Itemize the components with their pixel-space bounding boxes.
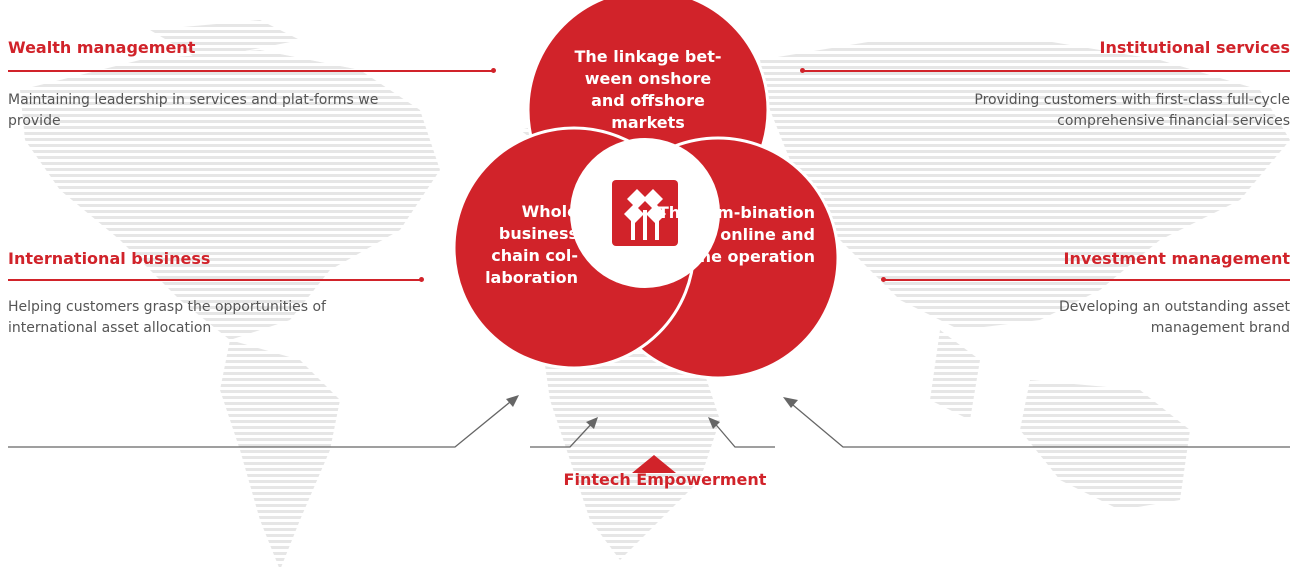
connector-line (530, 419, 596, 448)
divider-dot (881, 277, 886, 282)
circle-left-label: Whole business chain col-laboration (485, 202, 578, 287)
institutional-services-title: Institutional services (1099, 38, 1290, 57)
divider-line (8, 70, 494, 72)
arrowhead-icon (506, 395, 519, 407)
connector-line (8, 397, 516, 448)
arrowhead-icon (783, 397, 798, 408)
divider-dot (800, 68, 805, 73)
international-business-title: International business (8, 249, 211, 268)
wealth-management-title: Wealth management (8, 38, 196, 57)
wealth-management-description: Maintaining leadership in services and p… (8, 92, 379, 129)
institutional-services-description: Providing customers with first-class ful… (974, 92, 1290, 129)
divider-line (884, 279, 1290, 281)
circle-top-label: The linkage bet-ween onshore and offshor… (574, 47, 722, 132)
international-business-description: Helping customers grasp the opportunitie… (8, 299, 326, 336)
divider-dot (419, 277, 424, 282)
divider-dot (491, 68, 496, 73)
connector-line (786, 399, 1290, 448)
divider-line (803, 70, 1290, 72)
investment-management-description: Developing an outstanding asset manageme… (1058, 299, 1290, 336)
connector-line (711, 419, 775, 448)
fintech-empowerment-label: Fintech Empowerment (563, 470, 767, 489)
divider-line (8, 279, 422, 281)
arrowhead-icon (708, 417, 720, 429)
circle-right-label: The com-bination of online and offline o… (657, 203, 815, 266)
triangle-up-icon (632, 455, 676, 473)
arrowhead-icon (586, 417, 598, 429)
investment-management-title: Investment management (1063, 249, 1290, 268)
